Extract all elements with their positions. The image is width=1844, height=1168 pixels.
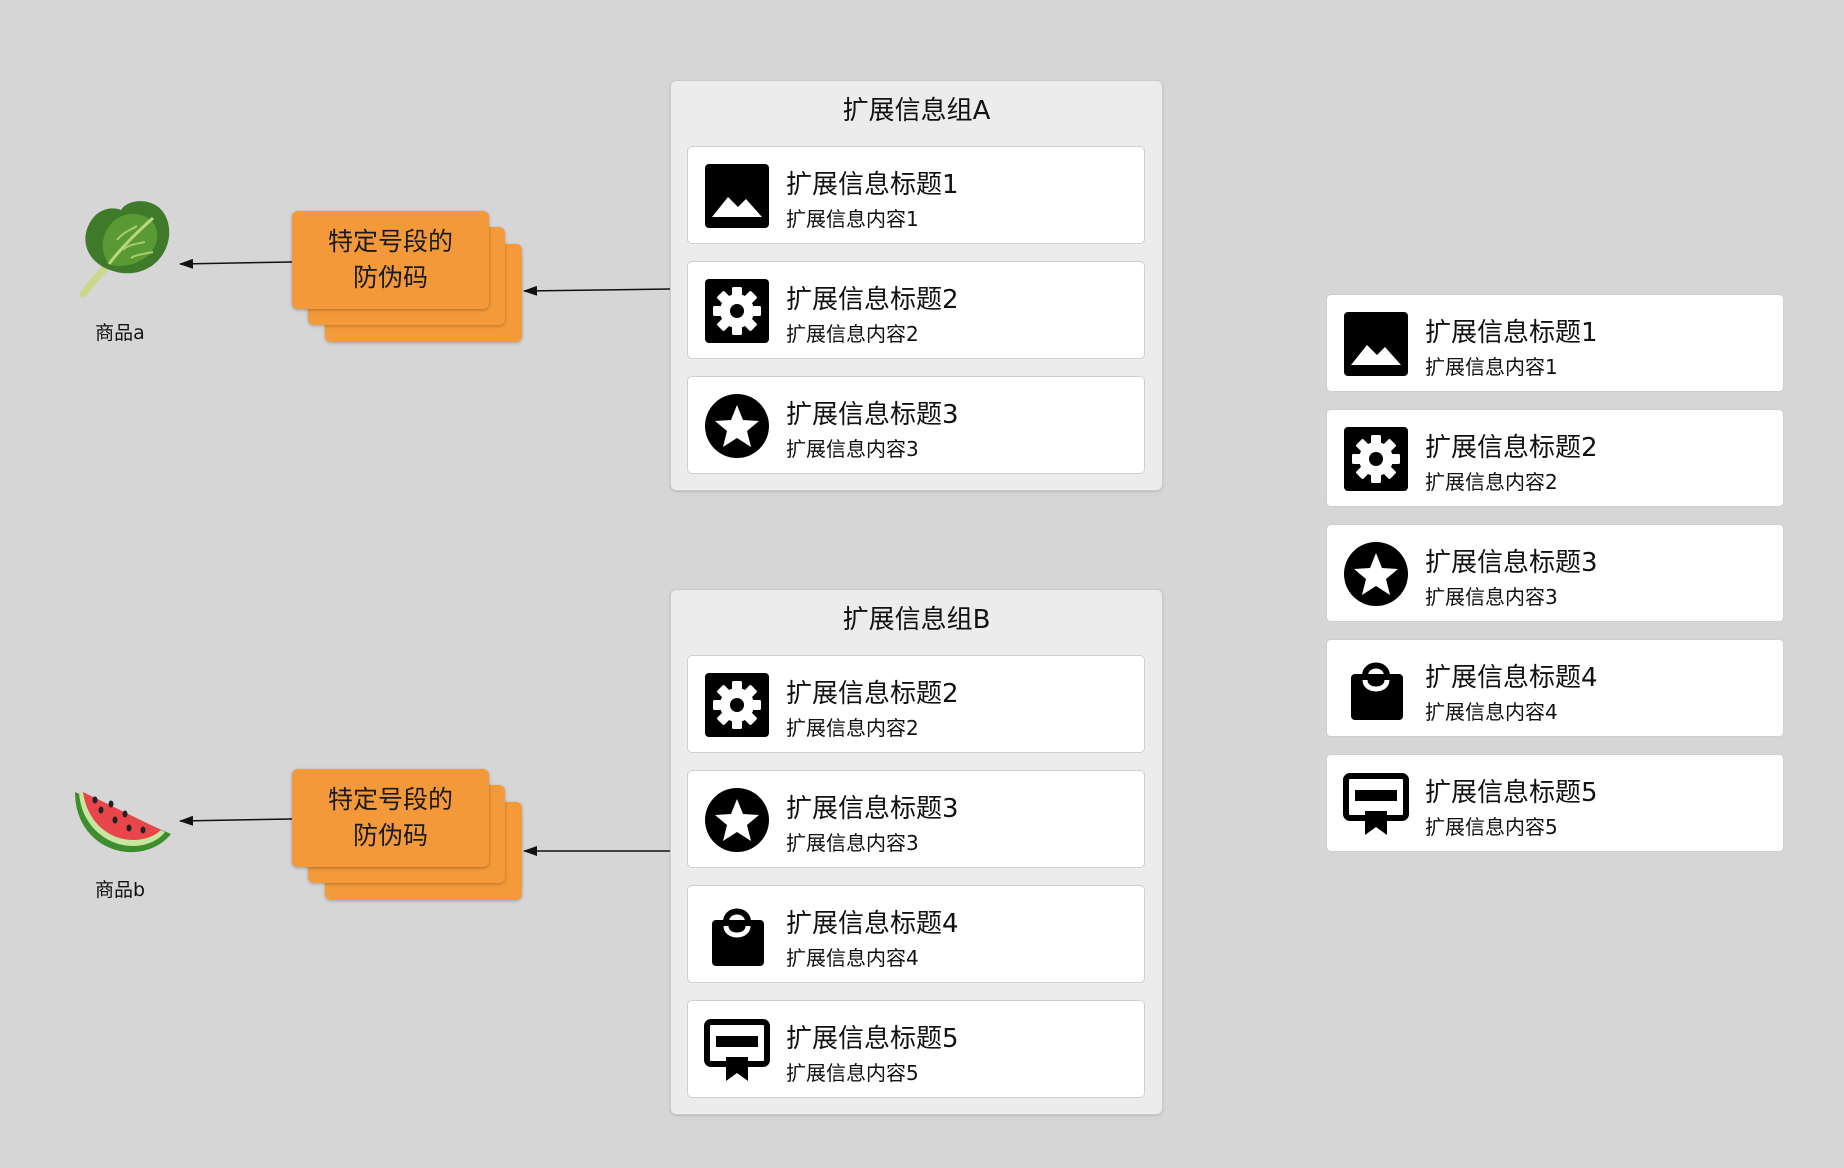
product-a-label: 商品a bbox=[95, 322, 145, 344]
info-card: 扩展信息标题5 扩展信息内容5 bbox=[1326, 754, 1784, 852]
info-content: 扩展信息内容4 bbox=[1425, 700, 1558, 724]
info-library: 扩展信息标题1 扩展信息内容1 扩展信息标题2 扩展信息内容2 扩展信息标题3 … bbox=[1326, 294, 1786, 852]
arrow-group-a-to-code-a bbox=[523, 285, 671, 296]
info-card: 扩展信息标题3 扩展信息内容3 bbox=[687, 770, 1145, 868]
gear-icon bbox=[704, 672, 770, 738]
gear-icon bbox=[1343, 426, 1409, 492]
info-title: 扩展信息标题3 bbox=[786, 400, 959, 430]
code-stack-b: 特定号段的 防伪码 bbox=[292, 769, 524, 901]
info-title: 扩展信息标题5 bbox=[1425, 778, 1598, 808]
star-icon bbox=[1343, 541, 1409, 607]
certificate-icon bbox=[1343, 771, 1409, 837]
info-content: 扩展信息内容2 bbox=[1425, 470, 1558, 494]
info-content: 扩展信息内容3 bbox=[1425, 585, 1558, 609]
image-icon bbox=[704, 163, 770, 229]
info-content: 扩展信息内容1 bbox=[1425, 355, 1558, 379]
star-icon bbox=[704, 393, 770, 459]
info-title: 扩展信息标题4 bbox=[786, 909, 959, 939]
product-b-label: 商品b bbox=[94, 879, 146, 901]
info-title: 扩展信息标题3 bbox=[1425, 548, 1598, 578]
gear-icon bbox=[704, 278, 770, 344]
info-card: 扩展信息标题2 扩展信息内容2 bbox=[1326, 409, 1784, 507]
arrow-code-a-to-product-a bbox=[179, 258, 293, 269]
lettuce-icon bbox=[65, 196, 175, 306]
info-title: 扩展信息标题2 bbox=[1425, 433, 1598, 463]
info-content: 扩展信息内容2 bbox=[786, 322, 919, 346]
code-card-label: 特定号段的 防伪码 bbox=[292, 211, 489, 309]
group-title: 扩展信息组B bbox=[842, 604, 991, 635]
image-icon bbox=[1343, 311, 1409, 377]
info-card: 扩展信息标题1 扩展信息内容1 bbox=[687, 146, 1145, 244]
info-card: 扩展信息标题1 扩展信息内容1 bbox=[1326, 294, 1784, 392]
info-title: 扩展信息标题5 bbox=[786, 1024, 959, 1054]
info-title: 扩展信息标题2 bbox=[786, 679, 959, 709]
info-card: 扩展信息标题4 扩展信息内容4 bbox=[1326, 639, 1784, 737]
info-title: 扩展信息标题1 bbox=[1425, 318, 1598, 348]
info-card: 扩展信息标题4 扩展信息内容4 bbox=[687, 885, 1145, 983]
info-title: 扩展信息标题1 bbox=[786, 170, 959, 200]
info-content: 扩展信息内容1 bbox=[786, 207, 919, 231]
info-content: 扩展信息内容5 bbox=[786, 1061, 919, 1085]
info-card: 扩展信息标题3 扩展信息内容3 bbox=[687, 376, 1145, 474]
info-content: 扩展信息内容3 bbox=[786, 437, 919, 461]
info-content: 扩展信息内容4 bbox=[786, 946, 919, 970]
arrow-code-b-to-product-b bbox=[179, 815, 293, 826]
bag-icon bbox=[704, 902, 770, 968]
info-title: 扩展信息标题4 bbox=[1425, 663, 1598, 693]
info-card: 扩展信息标题2 扩展信息内容2 bbox=[687, 655, 1145, 753]
info-content: 扩展信息内容3 bbox=[786, 831, 919, 855]
info-card: 扩展信息标题5 扩展信息内容5 bbox=[687, 1000, 1145, 1098]
star-icon bbox=[704, 787, 770, 853]
info-title: 扩展信息标题2 bbox=[786, 285, 959, 315]
info-card: 扩展信息标题3 扩展信息内容3 bbox=[1326, 524, 1784, 622]
code-stack-a: 特定号段的 防伪码 bbox=[292, 211, 524, 343]
info-content: 扩展信息内容5 bbox=[1425, 815, 1558, 839]
group-title: 扩展信息组A bbox=[842, 95, 991, 126]
bag-icon bbox=[1343, 656, 1409, 722]
info-content: 扩展信息内容2 bbox=[786, 716, 919, 740]
info-title: 扩展信息标题3 bbox=[786, 794, 959, 824]
group-b: 扩展信息组B 扩展信息标题2 扩展信息内容2 扩展信息标题3 扩展信息内容3 扩… bbox=[670, 589, 1163, 1115]
info-card: 扩展信息标题2 扩展信息内容2 bbox=[687, 261, 1145, 359]
certificate-icon bbox=[704, 1017, 770, 1083]
watermelon-icon bbox=[65, 762, 175, 872]
code-card-label: 特定号段的 防伪码 bbox=[292, 769, 489, 867]
group-a: 扩展信息组A 扩展信息标题1 扩展信息内容1 扩展信息标题2 扩展信息内容2 扩… bbox=[670, 80, 1163, 491]
